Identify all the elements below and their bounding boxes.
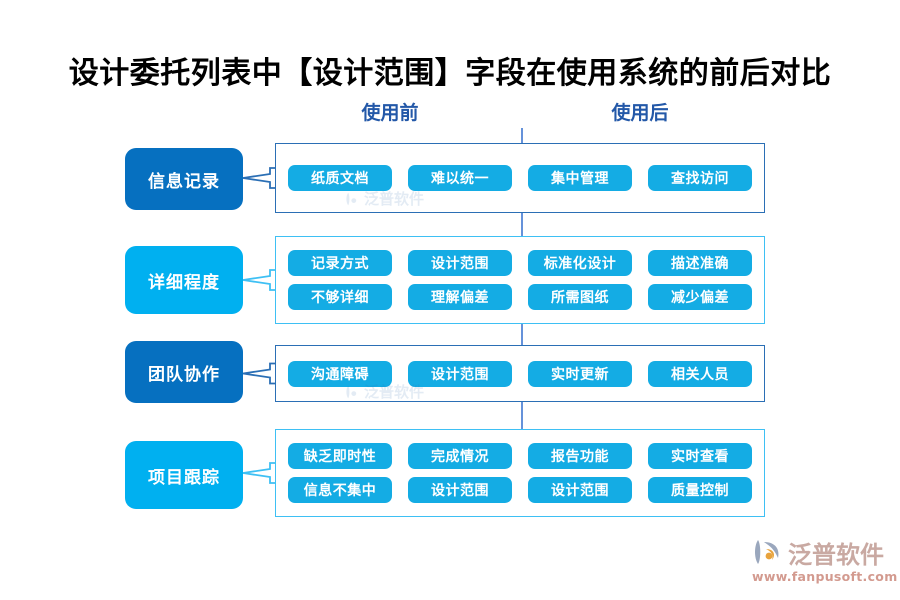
row-items-line: 记录方式设计范围标准化设计描述准确 [288, 250, 752, 276]
row-items-line: 缺乏即时性完成情况报告功能实时查看 [288, 443, 752, 469]
row-items-grid: 缺乏即时性完成情况报告功能实时查看信息不集中设计范围设计范围质量控制 [276, 430, 764, 516]
row-category-label[interactable]: 详细程度 [125, 246, 243, 314]
logo-text: 泛普软件 [788, 540, 884, 569]
item-pill-before[interactable]: 缺乏即时性 [288, 443, 392, 469]
item-pill-before[interactable]: 纸质文档 [288, 165, 392, 191]
page-title: 设计委托列表中【设计范围】字段在使用系统的前后对比 [68, 56, 832, 91]
row-items-line: 沟通障碍设计范围实时更新相关人员 [288, 360, 752, 387]
logo-row: 泛普软件 [752, 535, 892, 569]
row-items-container: 记录方式设计范围标准化设计描述准确不够详细理解偏差所需图纸减少偏差 [275, 236, 765, 324]
fanpu-logo-icon [752, 536, 784, 568]
row-items-grid: 记录方式设计范围标准化设计描述准确不够详细理解偏差所需图纸减少偏差 [276, 237, 764, 323]
item-pill-before[interactable]: 沟通障碍 [288, 360, 392, 387]
row-items-container: 缺乏即时性完成情况报告功能实时查看信息不集中设计范围设计范围质量控制 [275, 429, 765, 517]
item-pill-after[interactable]: 质量控制 [648, 477, 752, 503]
item-pill-after[interactable]: 查找访问 [648, 165, 752, 191]
row-category-label[interactable]: 信息记录 [125, 148, 243, 210]
item-pill-before[interactable]: 信息不集中 [288, 477, 392, 503]
item-pill-after[interactable]: 标准化设计 [528, 250, 632, 276]
item-pill-after[interactable]: 报告功能 [528, 443, 632, 469]
item-pill-before[interactable]: 理解偏差 [408, 284, 512, 310]
row-items-container: 沟通障碍设计范围实时更新相关人员 [275, 345, 765, 402]
item-pill-after[interactable]: 实时更新 [528, 360, 632, 387]
row-connector-arrow-icon [243, 429, 279, 517]
row-items-grid: 纸质文档难以统一集中管理查找访问 [276, 144, 764, 212]
item-pill-after[interactable]: 描述准确 [648, 250, 752, 276]
item-pill-after[interactable]: 相关人员 [648, 360, 752, 387]
item-pill-before[interactable]: 记录方式 [288, 250, 392, 276]
item-pill-after[interactable]: 实时查看 [648, 443, 752, 469]
row-items-container: 纸质文档难以统一集中管理查找访问 [275, 143, 765, 213]
item-pill-after[interactable]: 减少偏差 [648, 284, 752, 310]
row-connector-arrow-icon [243, 236, 279, 324]
item-pill-before[interactable]: 完成情况 [408, 443, 512, 469]
row-items-grid: 沟通障碍设计范围实时更新相关人员 [276, 346, 764, 401]
row-category-label[interactable]: 团队协作 [125, 341, 243, 403]
item-pill-before[interactable]: 难以统一 [408, 165, 512, 191]
item-pill-after[interactable]: 设计范围 [528, 477, 632, 503]
row-items-line: 纸质文档难以统一集中管理查找访问 [288, 165, 752, 191]
row-category-label[interactable]: 项目跟踪 [125, 441, 243, 509]
item-pill-before[interactable]: 设计范围 [408, 477, 512, 503]
column-header-after: 使用后 [611, 102, 669, 124]
row-items-line: 信息不集中设计范围设计范围质量控制 [288, 477, 752, 503]
brand-logo: 泛普软件 www.fanpusoft.com [752, 535, 898, 593]
column-header-before: 使用前 [361, 102, 419, 124]
item-pill-before[interactable]: 不够详细 [288, 284, 392, 310]
row-items-line: 不够详细理解偏差所需图纸减少偏差 [288, 284, 752, 310]
logo-url: www.fanpusoft.com [752, 569, 898, 584]
item-pill-after[interactable]: 所需图纸 [528, 284, 632, 310]
row-connector-arrow-icon [243, 143, 279, 213]
item-pill-before[interactable]: 设计范围 [408, 360, 512, 387]
item-pill-before[interactable]: 设计范围 [408, 250, 512, 276]
item-pill-after[interactable]: 集中管理 [528, 165, 632, 191]
row-connector-arrow-icon [243, 345, 279, 402]
